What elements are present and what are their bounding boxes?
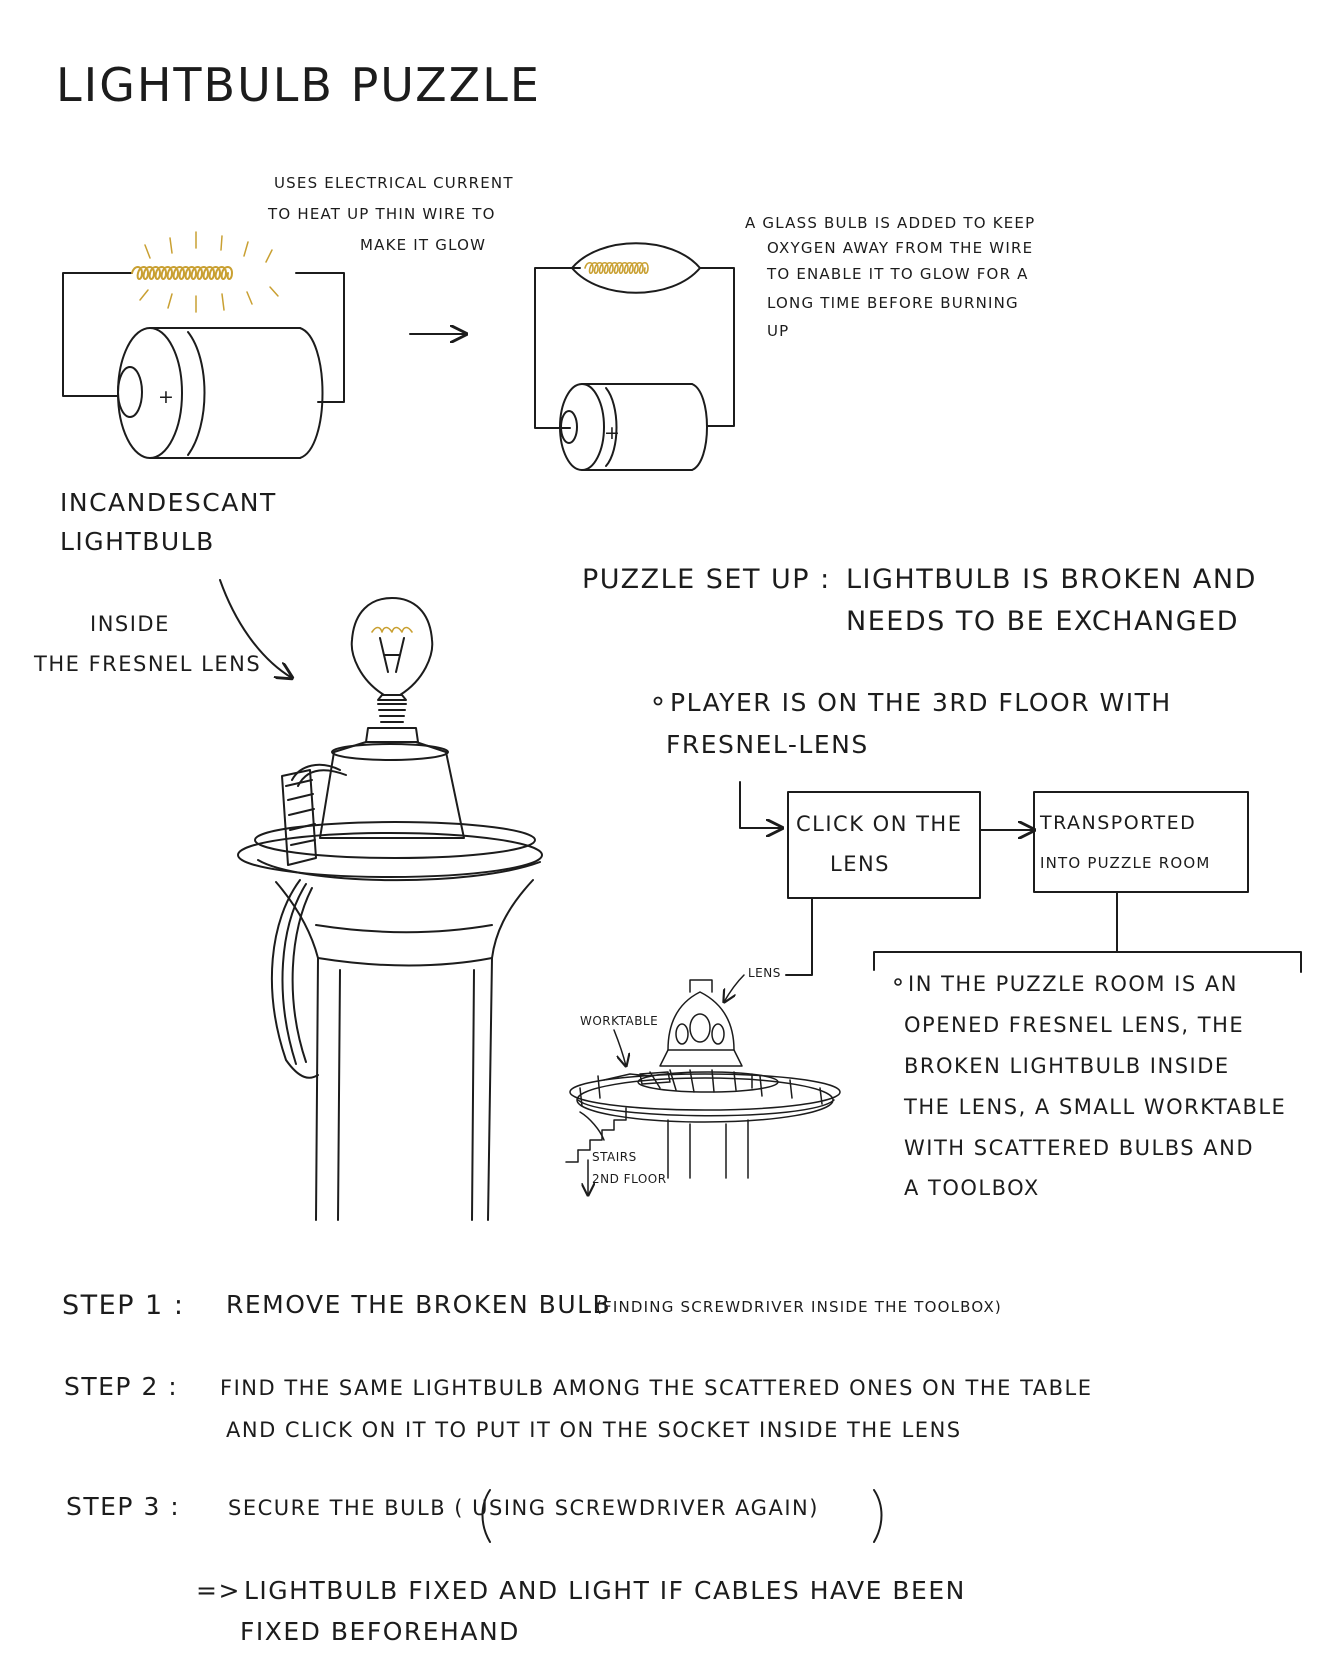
battery-large [117,327,324,459]
battery-small [559,383,708,471]
result-line1: LIGHTBULB FIXED AND LIGHT IF CABLES HAVE… [244,1576,966,1605]
setup-line1: LIGHTBULB IS BROKEN AND [846,564,1257,595]
battery-plus-sign-2: + [604,422,622,444]
filament-coil-2 [584,261,649,275]
incandescent-label-line1: INCANDESCANT [60,488,277,517]
result-line2: FIXED BEFOREHAND [240,1617,520,1646]
glass-note-line1: A GLASS BULB IS ADDED TO KEEP [745,214,1036,232]
box-click-lens-line1: CLICK ON THE [796,812,963,836]
flow-arrow-to-box1 [739,781,782,828]
player-line2: FRESNEL-LENS [666,730,869,759]
inside-arrow [219,579,292,678]
step2-line2: AND CLICK ON IT TO PUT IT ON THE SOCKET … [226,1418,962,1442]
circuit-diagram-2 [534,242,735,471]
sketch-label-lens: LENS [748,966,781,980]
glow-rays [139,231,279,313]
page-title: LIGHTBULB PUZZLE [56,58,541,112]
flowchart [739,781,1302,976]
result-arrow: => [196,1576,241,1605]
lens-pedestal-sketch [237,597,543,1221]
glass-note-line4: LONG TIME BEFORE BURNING [767,294,1019,312]
circuit-diagram-1 [62,231,345,459]
bullet-dot [894,978,902,986]
sketch-label-floor: 2nd FLOOR [592,1172,667,1186]
bullet-dot [653,696,663,706]
box-transported-line2: INTO PUZZLE ROOM [1040,854,1211,872]
player-line1: PLAYER IS ON THE 3rd FLOOR WITH [670,688,1172,717]
battery-plus-sign: + [158,386,176,408]
inside-label-line2: THE FRESNEL LENS [34,652,262,676]
glass-note-line2: OXYGEN AWAY FROM THE WIRE [767,239,1034,257]
incandescent-label-line2: LIGHTBULB [60,527,215,556]
step2-label: STEP 2 : [64,1372,179,1401]
room-line4: THE LENS, A SMALL WORKTABLE [904,1095,1287,1119]
glass-note-line5: UP [767,322,790,340]
setup-line2: NEEDS TO BE EXCHANGED [846,606,1240,637]
sketch-label-worktable: WORKTABLE [580,1014,659,1028]
step2-line1: FIND THE SAME LIGHTBULB AMONG THE SCATTE… [220,1376,1093,1400]
bulb-filament [371,626,413,633]
box-transported-line1: TRANSPORTED [1040,812,1197,834]
sketch-label-stairs: STAIRS [592,1150,637,1164]
current-note-line3: MAKE IT GLOW [360,236,487,254]
room-line6: A TOOLBOX [904,1176,1040,1200]
current-note-line1: USES ELECTRICAL CURRENT [274,174,514,192]
room-line2: OPENED FRESNEL LENS, THE [904,1013,1245,1037]
room-line1: IN THE PUZZLE ROOM IS AN [908,972,1238,996]
setup-heading: PUZZLE SET UP : [582,564,831,595]
step1-note: (FINDING SCREWDRIVER INSIDE THE TOOLBOX) [596,1298,1002,1316]
step3-label: STEP 3 : [66,1492,181,1521]
current-note-line2: TO HEAT UP THIN WIRE TO [268,205,496,223]
box-click-lens [787,791,981,899]
filament-coil [131,266,233,280]
step1-label: STEP 1 : [62,1290,185,1321]
glass-note-line3: TO ENABLE IT TO GLOW FOR A [767,265,1029,283]
box-click-lens-line2: LENS [830,852,891,876]
room-line5: WITH SCATTERED BULBS AND [904,1136,1255,1160]
box-transported [1033,791,1249,893]
room-line3: BROKEN LIGHTBULB INSIDE [904,1054,1230,1078]
inside-label-line1: INSIDE [90,612,170,636]
step3-text: SECURE THE BULB ( USING SCREWDRIVER AGAI… [228,1496,819,1520]
puzzle-room-sketch [565,974,841,1195]
step1-text: REMOVE THE BROKEN BULB [226,1290,612,1319]
